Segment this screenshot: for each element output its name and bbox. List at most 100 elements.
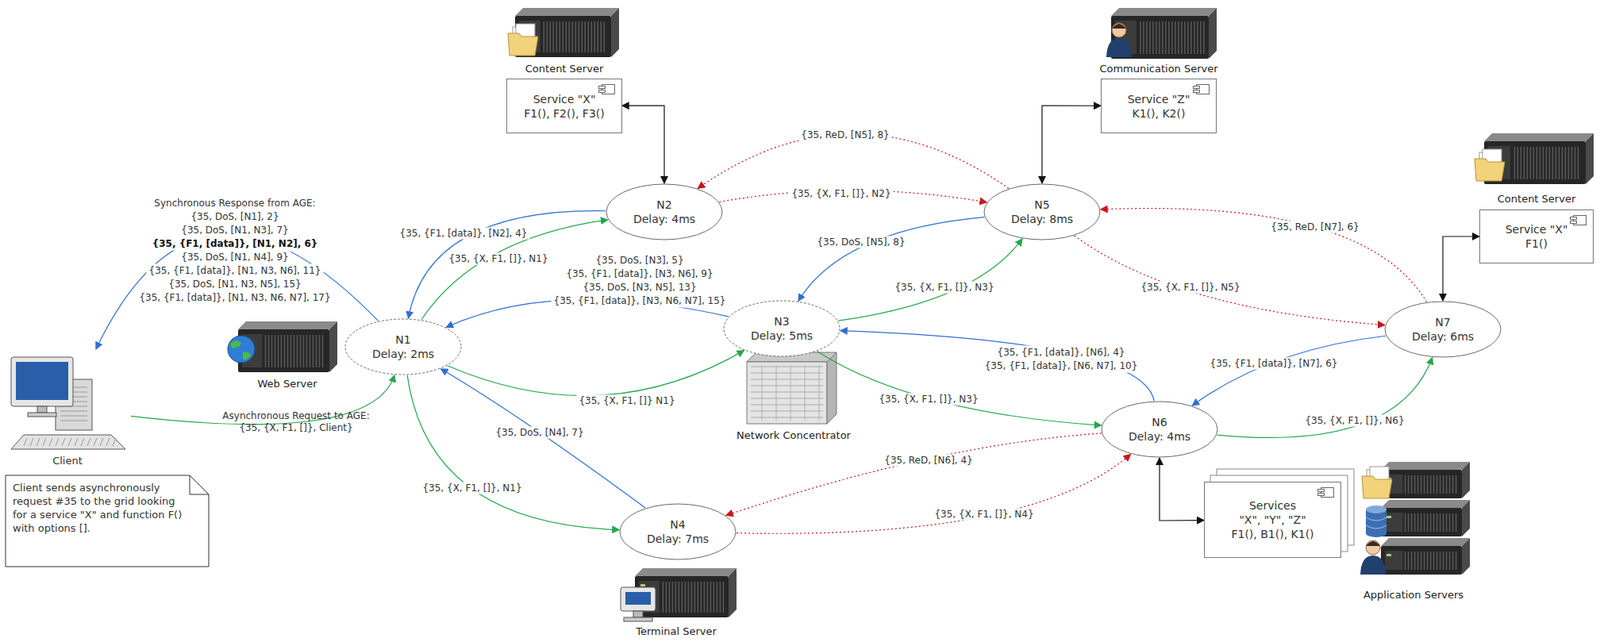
server-slot xyxy=(1433,551,1435,570)
monitor-stand xyxy=(633,611,643,618)
server-slot xyxy=(707,581,709,613)
server-slot xyxy=(562,21,565,53)
key-row xyxy=(55,438,59,447)
node-text: Delay: 8ms xyxy=(1011,211,1074,227)
server-caption: Terminal Server xyxy=(633,624,720,639)
message-text: {35, DoS, [N1, N3], 7} xyxy=(178,223,291,238)
server-slot xyxy=(315,334,318,368)
ellipse-shape xyxy=(984,184,1100,240)
db-bottom xyxy=(1365,529,1387,538)
cabinet-col xyxy=(776,365,777,421)
server-slot xyxy=(1517,146,1520,180)
globe-icon xyxy=(227,335,255,363)
server-slot xyxy=(1165,21,1167,54)
server-slot xyxy=(1523,146,1526,180)
server-slot xyxy=(1423,513,1426,532)
connector xyxy=(726,433,1102,516)
server-slot xyxy=(309,334,312,368)
tower-slot xyxy=(60,411,88,412)
edge-label: {35, {X, F1, []}, N4} xyxy=(931,508,1036,521)
connector xyxy=(447,350,745,397)
server-slot xyxy=(1417,551,1420,570)
server-slot xyxy=(1146,21,1148,54)
ellipse-outline xyxy=(1100,400,1219,458)
server-slot xyxy=(684,581,687,613)
note-fold xyxy=(189,475,209,495)
component-icon xyxy=(601,84,616,95)
server-slot xyxy=(322,334,324,368)
server-slot xyxy=(1433,513,1435,532)
server-top xyxy=(1111,7,1217,16)
ellipse-shape xyxy=(345,319,462,375)
server-slot xyxy=(600,21,603,53)
server-front xyxy=(1380,507,1462,537)
server-slot xyxy=(588,21,590,53)
ellipse-shape xyxy=(606,184,723,240)
server-slot xyxy=(1549,146,1551,180)
edge-label: {35, {X, F1, []}, N6} xyxy=(1302,415,1407,427)
server-slot xyxy=(1404,475,1407,494)
server-slot xyxy=(287,334,289,368)
server-slot xyxy=(572,21,574,53)
cabinet-side xyxy=(826,352,837,424)
server-slot xyxy=(1196,21,1199,54)
server-slot xyxy=(681,581,684,613)
server-slot xyxy=(1184,21,1186,54)
server-slot xyxy=(1533,146,1535,180)
grid-node: N6Delay: 4ms xyxy=(1100,400,1219,458)
grid-node: N1Delay: 2ms xyxy=(344,318,462,376)
server-slot xyxy=(1452,475,1454,494)
server-slot xyxy=(306,334,308,368)
server-slot xyxy=(1436,551,1439,570)
monitor-frame xyxy=(620,587,656,612)
server-slot xyxy=(575,21,577,53)
server-slot xyxy=(578,21,581,53)
services-box: Services"X", "Y", "Z"F1(), B1(), K1() xyxy=(1203,481,1342,558)
folder-icon xyxy=(1474,149,1505,181)
node-text: Client xyxy=(52,453,83,469)
connector xyxy=(1042,105,1101,184)
server-slot xyxy=(584,21,587,53)
key-row xyxy=(100,438,104,447)
server-slot xyxy=(1526,146,1529,180)
node-text: Service "X" xyxy=(533,92,597,107)
server-slot xyxy=(1417,475,1420,494)
connector xyxy=(622,105,665,184)
connector xyxy=(840,330,1154,402)
ellipse-outline xyxy=(605,183,724,241)
key-row xyxy=(106,438,110,447)
server-slot xyxy=(1193,21,1196,54)
server-slot xyxy=(271,334,274,368)
server-slot xyxy=(1187,21,1189,54)
monitor-base xyxy=(623,617,653,622)
server-icon xyxy=(1380,500,1470,537)
server-slot xyxy=(1433,475,1435,494)
grid-node: N5Delay: 8ms xyxy=(983,183,1101,241)
message-text: {35, DoS, [N1, N4], 9} xyxy=(178,250,291,265)
node-text: Delay: 5ms xyxy=(750,328,813,343)
edge-label: {35, {F1, [data]}, [N7], 6} xyxy=(1207,357,1341,370)
ellipse-shape xyxy=(723,300,840,357)
server-slot xyxy=(1420,551,1423,570)
server-slot xyxy=(665,581,668,613)
tower-slot xyxy=(60,420,88,422)
grid-node: N2Delay: 4ms xyxy=(605,183,724,241)
server-slot xyxy=(303,334,305,368)
server-side xyxy=(728,568,737,618)
edge-label: {35, {X, F1, []}, N1} xyxy=(419,482,524,495)
person-head xyxy=(1111,23,1127,38)
node-text: Services xyxy=(1249,498,1297,513)
server-slot xyxy=(591,21,593,53)
monitor-stand xyxy=(37,406,47,413)
server-slot xyxy=(1561,146,1564,180)
server-led xyxy=(1386,515,1392,519)
edge-label: {35, {X, F1, []}, N1} xyxy=(446,253,550,266)
message-text: {35, {F1, [data]}, [N1, N2], 6} xyxy=(150,237,321,251)
server-slot xyxy=(1203,21,1205,54)
key-row xyxy=(80,438,85,447)
key-row xyxy=(68,438,72,447)
server-slot xyxy=(1452,513,1454,532)
server-side xyxy=(329,321,338,373)
cabinet-col xyxy=(790,365,792,421)
node-text: Client sends asynchronously request #35 … xyxy=(12,480,186,535)
